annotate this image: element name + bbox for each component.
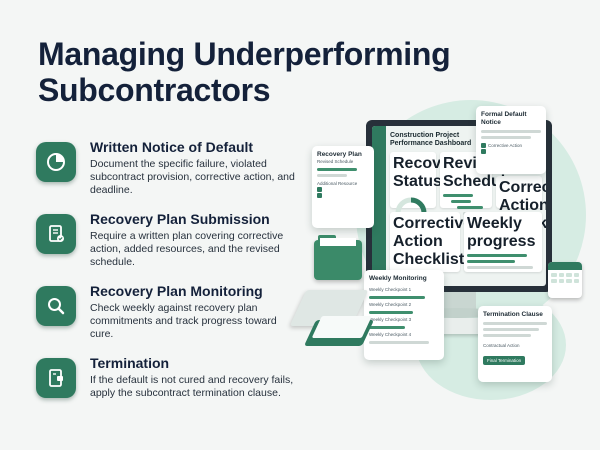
step-recovery-plan-submission: Recovery Plan Submission Require a writt… <box>36 210 296 282</box>
gantt-bar <box>451 200 471 203</box>
final-termination-button: Final Termination <box>483 356 526 365</box>
document-tray <box>303 316 375 346</box>
checkpoint-row: Weekly Checkpoint 3 <box>369 317 412 322</box>
checkpoint-row: Weekly Checkpoint 4 <box>369 332 412 337</box>
weekly-monitoring-card: Weekly Monitoring Weekly Checkpoint 1 We… <box>364 270 444 360</box>
gantt-bar <box>457 206 483 209</box>
schedule-bar <box>317 174 347 177</box>
step-description: Document the specific failure, violated … <box>90 158 295 196</box>
recovery-plan-card: Recovery Plan Revised Schedule Additiona… <box>312 146 374 228</box>
step-written-notice: Written Notice of Default Document the s… <box>36 138 296 210</box>
dashboard-illustration: Construction Project Performance Dashboa… <box>289 90 600 410</box>
card-title: Weekly Monitoring <box>369 275 427 282</box>
step-description: If the default is not cured and recovery… <box>90 374 294 399</box>
dashboard-title: Construction Project Performance Dashboa… <box>390 132 472 147</box>
checklist-panel: Corrective Action Checklist <box>390 212 473 284</box>
schedule-bar <box>317 168 357 171</box>
checkbox-icon <box>317 193 322 199</box>
weekly-progress-panel: Weekly progress <box>464 212 542 272</box>
panel-title: Corrective Action Checklist <box>393 215 473 268</box>
checkbox-icon <box>481 143 486 149</box>
card-item: Contractual Action <box>483 343 520 348</box>
step-recovery-plan-monitoring: Recovery Plan Monitoring Check weekly ag… <box>36 282 296 354</box>
termination-card: Termination Clause Contractual Action Fi… <box>478 306 552 382</box>
dashboard-screen: Construction Project Performance Dashboa… <box>372 126 546 286</box>
gantt-bar <box>443 194 473 197</box>
card-title: Recovery Plan <box>317 151 362 158</box>
checkpoint-bar <box>369 326 405 329</box>
pie-chart-icon <box>36 142 76 182</box>
checkpoint-bar <box>369 341 429 344</box>
step-title: Recovery Plan Monitoring <box>90 283 263 299</box>
termination-line <box>483 328 539 331</box>
card-subtitle: Revised Schedule <box>317 159 354 164</box>
card-title: Termination Clause <box>483 311 543 318</box>
checkpoint-row: Weekly Checkpoint 2 <box>369 302 412 307</box>
card-title: Formal Default Notice <box>481 111 527 126</box>
step-title: Termination <box>90 355 170 371</box>
folder-icon <box>314 235 362 280</box>
termination-line <box>483 322 547 325</box>
calendar-icon <box>548 262 582 298</box>
checkpoint-bar <box>369 311 413 314</box>
termination-line <box>483 334 531 337</box>
step-title: Written Notice of Default <box>90 139 254 155</box>
checkpoint-bar <box>369 296 425 299</box>
card-item: Corrective Action <box>488 143 523 148</box>
step-title: Recovery Plan Submission <box>90 211 270 227</box>
progress-bar <box>467 266 533 269</box>
termination-document-icon <box>36 358 76 398</box>
notice-line <box>481 130 541 133</box>
notice-line <box>481 136 531 139</box>
corrective-checklist-panel: Corrective Action Checklist <box>496 176 546 245</box>
monitor-base <box>414 308 500 318</box>
checkbox-icon <box>481 149 486 155</box>
page-title: Managing Underperforming Subcontractors <box>38 36 451 108</box>
progress-bar <box>467 260 515 263</box>
steps-list: Written Notice of Default Document the s… <box>36 138 296 426</box>
step-description: Require a written plan covering correcti… <box>90 230 284 268</box>
magnifier-icon <box>36 286 76 326</box>
dashboard-sidebar <box>372 126 386 286</box>
document-check-icon <box>36 214 76 254</box>
panel-title: Weekly progress <box>467 215 536 250</box>
step-description: Check weekly against recovery plan commi… <box>90 302 277 340</box>
monitor-stand <box>436 290 476 312</box>
panel-title: Recovery Status <box>393 155 466 190</box>
checkpoint-row: Weekly Checkpoint 1 <box>369 287 412 292</box>
default-notice-card: Formal Default Notice Corrective Action <box>476 106 546 174</box>
card-subtitle: Additional Resource <box>317 181 358 186</box>
step-termination: Termination If the default is not cured … <box>36 354 296 426</box>
recovery-status-panel: Recovery Status <box>390 152 466 229</box>
checkbox-icon <box>317 187 322 193</box>
progress-bar <box>467 254 527 257</box>
